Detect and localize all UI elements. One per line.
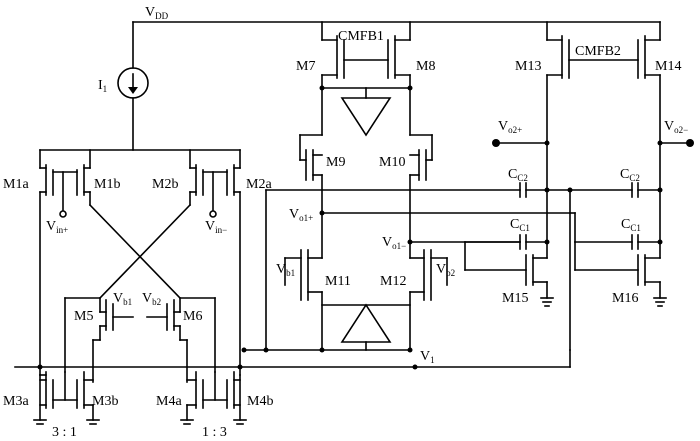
- cc1-right-label: CC1: [621, 217, 641, 233]
- current-mirrors: [14, 364, 416, 425]
- vb1-left-label: Vb1: [113, 291, 132, 307]
- m13-label: M13: [515, 59, 541, 74]
- m3b-label: M3b: [92, 394, 118, 409]
- m3a-label: M3a: [3, 394, 29, 409]
- m12-label: M12: [380, 274, 406, 289]
- vb1-right-label: Vb1: [276, 262, 295, 278]
- output-stage: [412, 21, 694, 370]
- vo2-plus-label: Vo2+: [498, 119, 522, 135]
- m8-label: M8: [416, 59, 435, 74]
- m4a-label: M4a: [156, 394, 182, 409]
- m15-label: M15: [502, 291, 528, 306]
- cascode-m5-m6: [64, 297, 216, 383]
- vo1-minus-label: Vo1−: [382, 235, 406, 251]
- cmfb1-label: CMFB1: [338, 29, 384, 44]
- m1b-label: M1b: [94, 177, 120, 192]
- m2a-label: M2a: [246, 177, 272, 192]
- cross-coupling: [88, 191, 192, 300]
- vin-plus-label: Vin+: [46, 219, 68, 235]
- vdd-rail: [132, 21, 661, 69]
- cmfb2-label: CMFB2: [575, 44, 621, 59]
- vb2-left-label: Vb2: [142, 291, 161, 307]
- cc1-left-label: CC1: [510, 217, 530, 233]
- vo2-minus-label: Vo2−: [664, 119, 688, 135]
- vin-minus-label: Vin−: [205, 219, 227, 235]
- ratio-right-label: 1 : 3: [202, 425, 227, 440]
- m5-label: M5: [74, 309, 93, 324]
- m14-label: M14: [655, 59, 681, 74]
- m4b-label: M4b: [247, 394, 273, 409]
- m16-label: M16: [612, 291, 638, 306]
- v1-label: V1: [420, 349, 435, 365]
- m7-label: M7: [296, 59, 315, 74]
- m11-label: M11: [325, 274, 351, 289]
- folded-cascode: [241, 21, 571, 353]
- m6-label: M6: [183, 309, 202, 324]
- i1-label: I1: [98, 78, 107, 94]
- vo1-plus-label: Vo1+: [289, 207, 313, 223]
- vdd-label: VDD: [145, 5, 169, 21]
- current-source-i1: [117, 67, 149, 151]
- labels: VDD I1 CMFB1 CMFB2 M1a M1b M2b M2a Vin+ …: [3, 5, 688, 440]
- input-pair: [39, 149, 241, 376]
- ratio-left-label: 3 : 1: [52, 425, 77, 440]
- m9-label: M9: [326, 155, 345, 170]
- cc2-right-label: CC2: [620, 167, 640, 183]
- cc2-left-label: CC2: [508, 167, 528, 183]
- m2b-label: M2b: [152, 177, 178, 192]
- m1a-label: M1a: [3, 177, 29, 192]
- vb2-right-label: Vb2: [436, 262, 455, 278]
- m10-label: M10: [379, 155, 405, 170]
